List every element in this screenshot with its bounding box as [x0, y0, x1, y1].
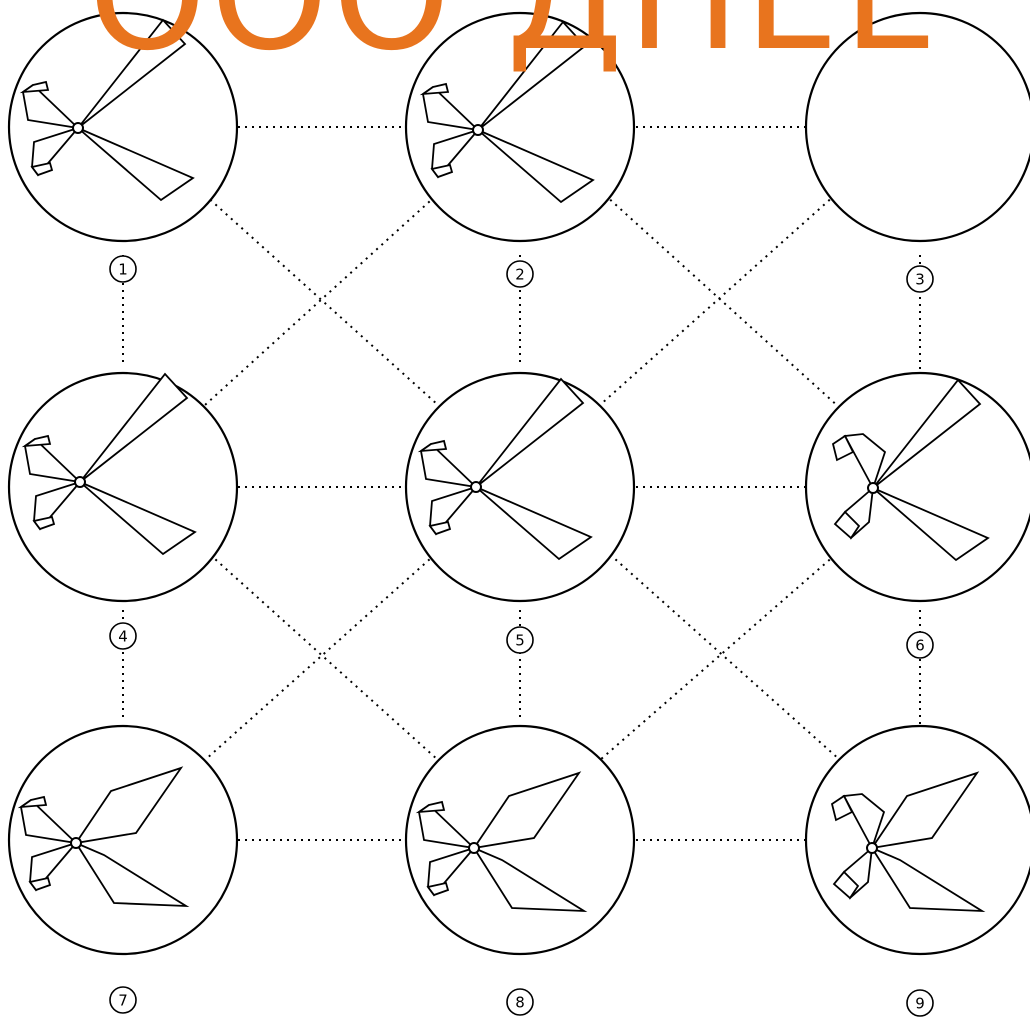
figure-cell-1: 1: [9, 13, 237, 282]
connector-2-6: [605, 195, 840, 408]
figure-circle: [806, 373, 1030, 601]
cell-number-badge: 8: [507, 989, 533, 1015]
badge-number: 5: [515, 632, 525, 650]
figure-circle: [9, 373, 237, 601]
badge-number: 2: [515, 266, 525, 284]
cell-number-badge: 1: [110, 256, 136, 282]
connector-6-8: [600, 555, 835, 760]
connector-4-8: [205, 550, 438, 760]
figure-circle: [806, 13, 1030, 241]
cell-number-badge: 3: [907, 266, 933, 292]
figure-cell-8: 8: [406, 726, 634, 1015]
badge-number: 4: [118, 628, 128, 646]
pivot-dot: [75, 477, 85, 487]
pivot-dot: [471, 482, 481, 492]
cell-number-badge: 7: [110, 987, 136, 1013]
figure-cell-3: 3: [806, 13, 1030, 292]
pivot-dot: [868, 483, 878, 493]
figure-circle: [406, 13, 634, 241]
cell-number-badge: 6: [907, 632, 933, 658]
figure-cell-7: 7: [9, 726, 237, 1013]
cell-number-badge: 9: [907, 990, 933, 1016]
connector-3-5: [600, 195, 835, 405]
connector-2-4: [205, 192, 440, 405]
figure-circle: [9, 726, 237, 954]
figure-cell-9: 9: [806, 726, 1030, 1016]
figure-cell-6: 6: [806, 373, 1030, 658]
figure-circle: [9, 13, 237, 241]
badge-number: 8: [515, 994, 525, 1012]
cell-number-badge: 4: [110, 623, 136, 649]
figure-circle: [406, 373, 634, 601]
pivot-dot: [469, 843, 479, 853]
pivot-dot: [473, 125, 483, 135]
pivot-dot: [71, 838, 81, 848]
connector-5-7: [205, 550, 440, 760]
badge-number: 1: [118, 261, 128, 279]
pivot-dot: [867, 843, 877, 853]
badge-number: 7: [118, 992, 128, 1010]
figure-cell-4: 4: [9, 373, 237, 649]
figure-cell-2: 2: [406, 13, 634, 287]
badge-number: 9: [915, 995, 925, 1013]
cell-number-badge: 5: [507, 627, 533, 653]
pivot-dot: [73, 123, 83, 133]
cell-number-badge: 2: [507, 261, 533, 287]
connector-5-9: [605, 550, 840, 760]
badge-number: 6: [915, 637, 925, 655]
badge-number: 3: [915, 271, 925, 289]
